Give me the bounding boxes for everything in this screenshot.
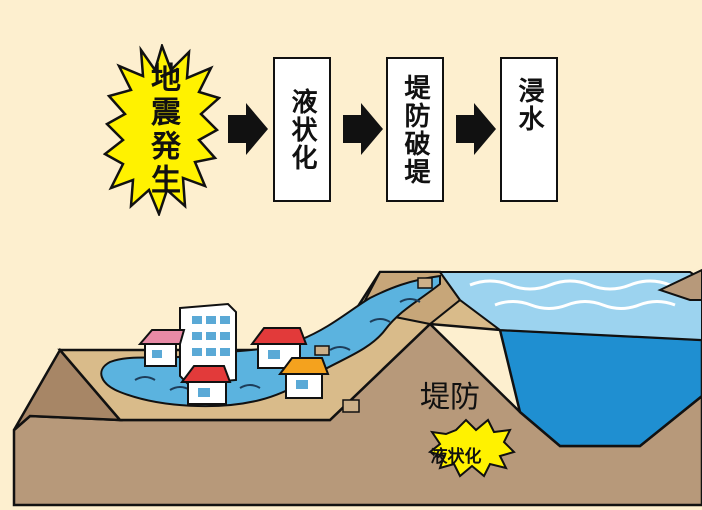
flood-ripples xyxy=(134,298,421,391)
river-surface xyxy=(438,271,702,342)
debris xyxy=(417,277,433,289)
levee-label: 堤防 xyxy=(420,380,480,415)
river-wave xyxy=(469,279,671,291)
flow-step-label: 液状化 xyxy=(287,87,317,172)
flow-step-liquefaction: 液状化 xyxy=(273,57,331,202)
flow-step-levee-breach: 堤防破堤 xyxy=(386,57,444,202)
building-icon xyxy=(179,302,237,386)
earthquake-label: 地震発生 xyxy=(145,62,180,198)
house-icon xyxy=(137,329,186,367)
debris xyxy=(342,399,360,413)
flow-step-inundation: 浸水 xyxy=(500,57,558,202)
flow-step-label: 浸水 xyxy=(514,76,544,133)
house-icon xyxy=(180,365,232,405)
arrow-right-icon xyxy=(343,103,383,155)
debris xyxy=(314,345,330,356)
arrow-right-icon xyxy=(456,103,496,155)
explosion-burst-icon xyxy=(103,44,221,216)
river-wave xyxy=(494,300,676,310)
flow-step-label: 堤防破堤 xyxy=(400,73,430,186)
liquefaction-burst-icon xyxy=(427,418,516,478)
house-icon xyxy=(278,357,330,399)
liquefaction-label: 液状化 xyxy=(430,446,482,467)
far-bank xyxy=(657,268,702,301)
earthquake-label-wrap: 地震発生 xyxy=(103,44,221,216)
river-channel xyxy=(498,328,702,448)
arrow-right-icon xyxy=(228,103,268,155)
